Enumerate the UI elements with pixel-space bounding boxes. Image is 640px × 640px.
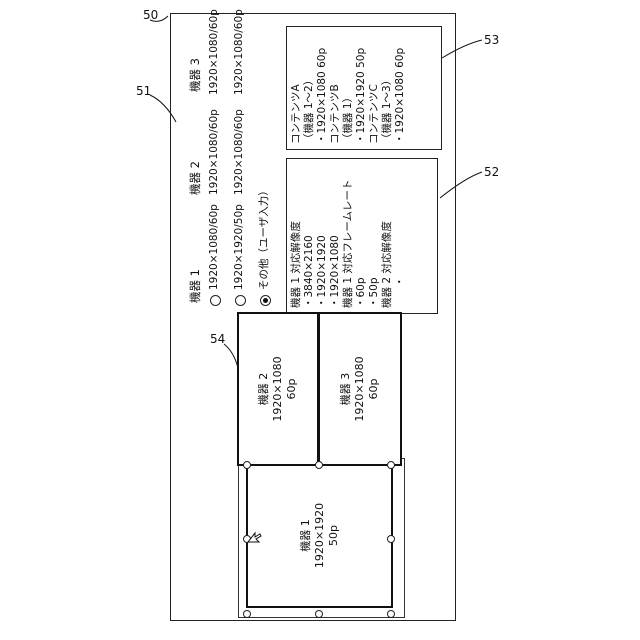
device-1-header: 機器 1	[188, 269, 202, 303]
list-53-line: コンテンツB	[329, 32, 342, 144]
opt1-device1: 1920×1080/60p	[208, 204, 221, 290]
list-52-line: ・1920×1920	[316, 164, 329, 308]
layout-device-2[interactable]: 機器 2 1920×1080 60p	[237, 312, 319, 466]
opt1-device2: 1920×1080/60p	[208, 109, 221, 195]
layout-device-1-fps: 50p	[327, 525, 341, 546]
content-list-box[interactable]: コンテンツA （機器 1～2） ・1920×1080 60p コンテンツB （機…	[286, 26, 442, 150]
layout-device-1-name: 機器 1	[299, 519, 313, 552]
radio-option-other[interactable]	[260, 295, 271, 306]
list-53-line: ・1920×1920 50p	[355, 32, 368, 144]
list-53-line: ・1920×1080 60p	[316, 32, 329, 144]
radio-option-1[interactable]	[210, 295, 221, 306]
resize-handle[interactable]	[243, 461, 251, 469]
resize-handle[interactable]	[315, 461, 323, 469]
layout-device-2-res: 1920×1080	[271, 356, 285, 421]
layout-device-2-fps: 60p	[285, 379, 299, 400]
list-52-line: 機器 2 対応解像度	[381, 164, 394, 308]
layout-device-3-name: 機器 3	[339, 373, 353, 406]
option-other-label: その他（ユーザ入力）	[258, 185, 271, 290]
list-52-line: ・	[394, 164, 407, 308]
layout-device-1[interactable]: 機器 1 1920×1920 50p	[246, 463, 393, 608]
list-52-line: ・50p	[368, 164, 381, 308]
resize-handle[interactable]	[243, 610, 251, 618]
list-52-line: 機器 1 対応解像度	[290, 164, 303, 308]
resize-handle[interactable]	[315, 610, 323, 618]
layout-device-3-fps: 60p	[367, 379, 381, 400]
list-53-line: コンテンツC	[368, 32, 381, 144]
list-52-line: ・60p	[355, 164, 368, 308]
opt1-device3: 1920×1080/60p	[208, 9, 221, 95]
list-52-line: ・1920×1080	[329, 164, 342, 308]
list-53-line: （機器 1～2）	[303, 32, 316, 144]
device-2-header: 機器 2	[188, 161, 202, 195]
layout-device-3[interactable]: 機器 3 1920×1080 60p	[318, 312, 402, 466]
radio-option-2[interactable]	[235, 295, 246, 306]
layout-device-2-name: 機器 2	[257, 373, 271, 406]
resize-handle[interactable]	[387, 535, 395, 543]
list-53-line: （機器 1）	[342, 32, 355, 144]
opt2-device1: 1920×1920/50p	[233, 204, 246, 290]
opt2-device3: 1920×1080/60p	[233, 9, 246, 95]
list-53-line: コンテンツA	[290, 32, 303, 144]
list-53-line: ・1920×1080 60p	[394, 32, 407, 144]
layout-device-3-res: 1920×1080	[353, 356, 367, 421]
layout-device-1-res: 1920×1920	[313, 503, 327, 568]
resize-handle[interactable]	[387, 461, 395, 469]
opt2-device2: 1920×1080/60p	[233, 109, 246, 195]
list-53-line: （機器 1～3）	[381, 32, 394, 144]
list-52-line: 機器 1 対応フレームレート	[342, 164, 355, 308]
device-3-header: 機器 3	[188, 58, 202, 92]
list-52-line: ・3840×2160	[303, 164, 316, 308]
capability-list-box[interactable]: 機器 1 対応解像度 ・3840×2160 ・1920×1920 ・1920×1…	[286, 158, 438, 314]
resize-handle[interactable]	[387, 610, 395, 618]
mouse-cursor-icon	[246, 528, 262, 544]
